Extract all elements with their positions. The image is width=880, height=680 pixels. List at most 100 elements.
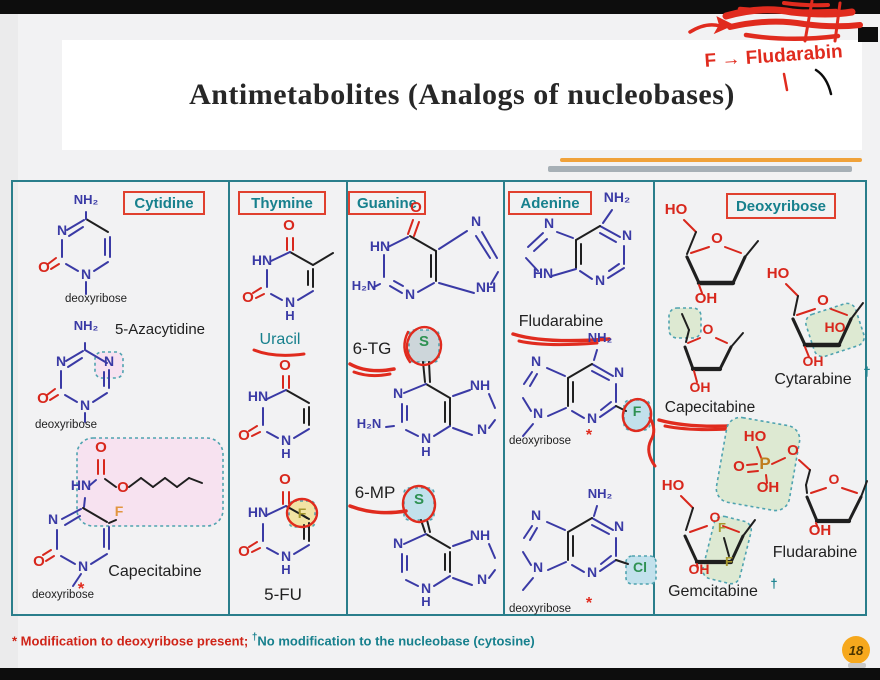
svg-text:NH: NH (470, 527, 490, 543)
svg-text:HN: HN (533, 265, 553, 281)
svg-text:O: O (410, 199, 422, 216)
svg-text:S: S (414, 491, 424, 508)
column-divider-2 (346, 182, 348, 614)
svg-text:O: O (283, 217, 295, 234)
svg-text:N: N (531, 507, 541, 523)
svg-text:deoxyribose: deoxyribose (32, 589, 94, 601)
svg-text:6-MP: 6-MP (355, 483, 396, 502)
column-header-guanine: Guanine (348, 191, 426, 215)
svg-text:N: N (531, 353, 541, 369)
svg-text:N: N (477, 421, 487, 437)
svg-text:Capecitabine: Capecitabine (665, 399, 755, 416)
adenine-structure: NH₂ N N N HN (525, 189, 632, 288)
svg-text:Cytarabine: Cytarabine (774, 371, 851, 388)
svg-text:OH: OH (809, 522, 832, 539)
svg-text:OH: OH (695, 290, 718, 307)
svg-text:HO: HO (744, 428, 767, 445)
svg-text:N: N (285, 294, 295, 310)
svg-text:N: N (104, 353, 114, 369)
svg-text:HO: HO (767, 265, 790, 282)
svg-text:deoxyribose: deoxyribose (509, 435, 571, 447)
thymine-structure: O HN O NH (242, 217, 334, 323)
svg-text:O: O (238, 543, 250, 560)
svg-text:H: H (281, 562, 290, 577)
svg-text:O: O (279, 471, 291, 488)
footnote: * Modification to deoxyribose present; †… (12, 632, 732, 648)
svg-text:N: N (281, 432, 291, 448)
svg-text:O: O (38, 259, 50, 276)
svg-text:N: N (614, 364, 624, 380)
svg-text:O: O (817, 292, 829, 309)
svg-text:N: N (614, 518, 624, 534)
svg-text:N: N (393, 385, 403, 401)
structure-table (11, 180, 867, 616)
svg-text:NH₂: NH₂ (588, 330, 613, 345)
svg-text:NH₂: NH₂ (74, 192, 99, 207)
orange-accent-line (560, 158, 862, 162)
svg-text:N: N (587, 410, 597, 426)
svg-text:N: N (81, 266, 91, 282)
svg-text:5-FU: 5-FU (264, 585, 302, 604)
svg-text:HO: HO (665, 201, 688, 218)
svg-text:deoxyribose: deoxyribose (509, 603, 571, 615)
handwritten-annotation: F → Fludarabin (688, 0, 878, 96)
svg-text:OH: OH (690, 379, 711, 395)
column-header-adenine: Adenine (508, 191, 592, 215)
svg-text:N: N (544, 215, 554, 231)
svg-text:HN: HN (252, 252, 272, 268)
svg-text:H₂N: H₂N (352, 278, 377, 293)
svg-text:O: O (242, 289, 254, 306)
svg-text:OH: OH (757, 479, 780, 496)
column-divider-4 (653, 182, 655, 614)
svg-text:deoxyribose: deoxyribose (65, 293, 127, 305)
svg-text:HO: HO (825, 319, 846, 335)
svg-text:Gemcitabine: Gemcitabine (668, 583, 758, 600)
svg-text:O: O (117, 479, 129, 496)
svg-text:NH₂: NH₂ (604, 189, 630, 205)
svg-text:O: O (733, 458, 745, 475)
page-title: Antimetabolites (Analogs of nucleobases) (189, 78, 735, 111)
svg-text:N: N (622, 227, 632, 243)
left-edge-strip (0, 14, 18, 668)
svg-text:Capecitabine: Capecitabine (108, 563, 202, 580)
column-divider-1 (228, 182, 230, 614)
svg-text:N: N (595, 272, 605, 288)
svg-text:F: F (298, 505, 307, 521)
column-header-deoxyribose: Deoxyribose (726, 193, 836, 219)
svg-text:N: N (533, 405, 543, 421)
svg-text:OH: OH (803, 353, 824, 369)
svg-text:OH: OH (689, 561, 710, 577)
svg-text:N: N (421, 580, 431, 596)
svg-text:NH₂: NH₂ (74, 318, 99, 333)
svg-text:N: N (533, 559, 543, 575)
svg-text:deoxyribose: deoxyribose (35, 419, 97, 431)
capecitabine-sugar-structure: O OH Capecitabine (657, 307, 761, 432)
svg-text:N: N (471, 213, 481, 229)
svg-text:O: O (703, 321, 714, 337)
svg-text:H: H (285, 308, 294, 323)
svg-text:†: † (863, 364, 870, 379)
page-number-badge: 18 (842, 636, 870, 664)
svg-text:*: * (586, 427, 593, 444)
footnote-asterisk-note: * Modification to deoxyribose present; (12, 633, 252, 649)
footnote-dagger-icon: † (251, 632, 258, 643)
svg-text:N: N (56, 353, 66, 369)
svg-text:O: O (37, 390, 49, 407)
svg-text:H: H (421, 594, 430, 609)
title-box: Antimetabolites (Analogs of nucleobases) (62, 40, 862, 150)
svg-text:Uracil: Uracil (260, 331, 301, 348)
svg-text:N: N (78, 558, 88, 574)
svg-text:NH: NH (476, 279, 496, 295)
column-header-cytidine: Cytidine (123, 191, 205, 215)
svg-text:N: N (587, 564, 597, 580)
svg-text:F: F (633, 403, 642, 419)
svg-text:O: O (829, 471, 840, 487)
svg-text:H: H (281, 446, 290, 461)
